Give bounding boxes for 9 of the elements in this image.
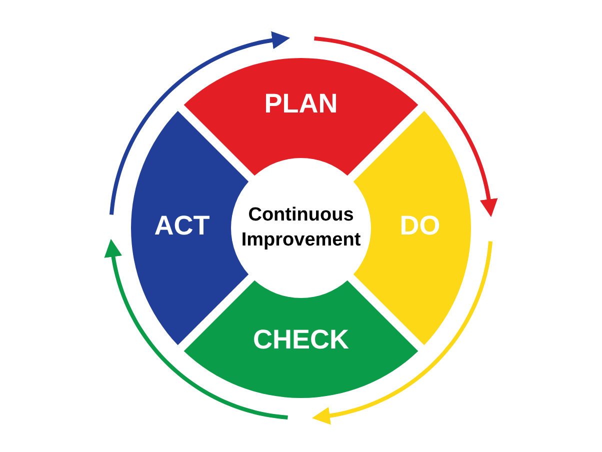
stage-label: CHECK (253, 324, 349, 356)
cycle-arrow (314, 36, 498, 218)
stage-label: PLAN (264, 88, 338, 120)
stage-label: DO (400, 210, 440, 242)
stage-label: ACT (154, 210, 210, 242)
cycle-arrow (312, 240, 493, 425)
cycle-arrow (109, 31, 290, 216)
center-label: Continuous Improvement (240, 203, 362, 252)
cycle-arrow (104, 238, 288, 420)
